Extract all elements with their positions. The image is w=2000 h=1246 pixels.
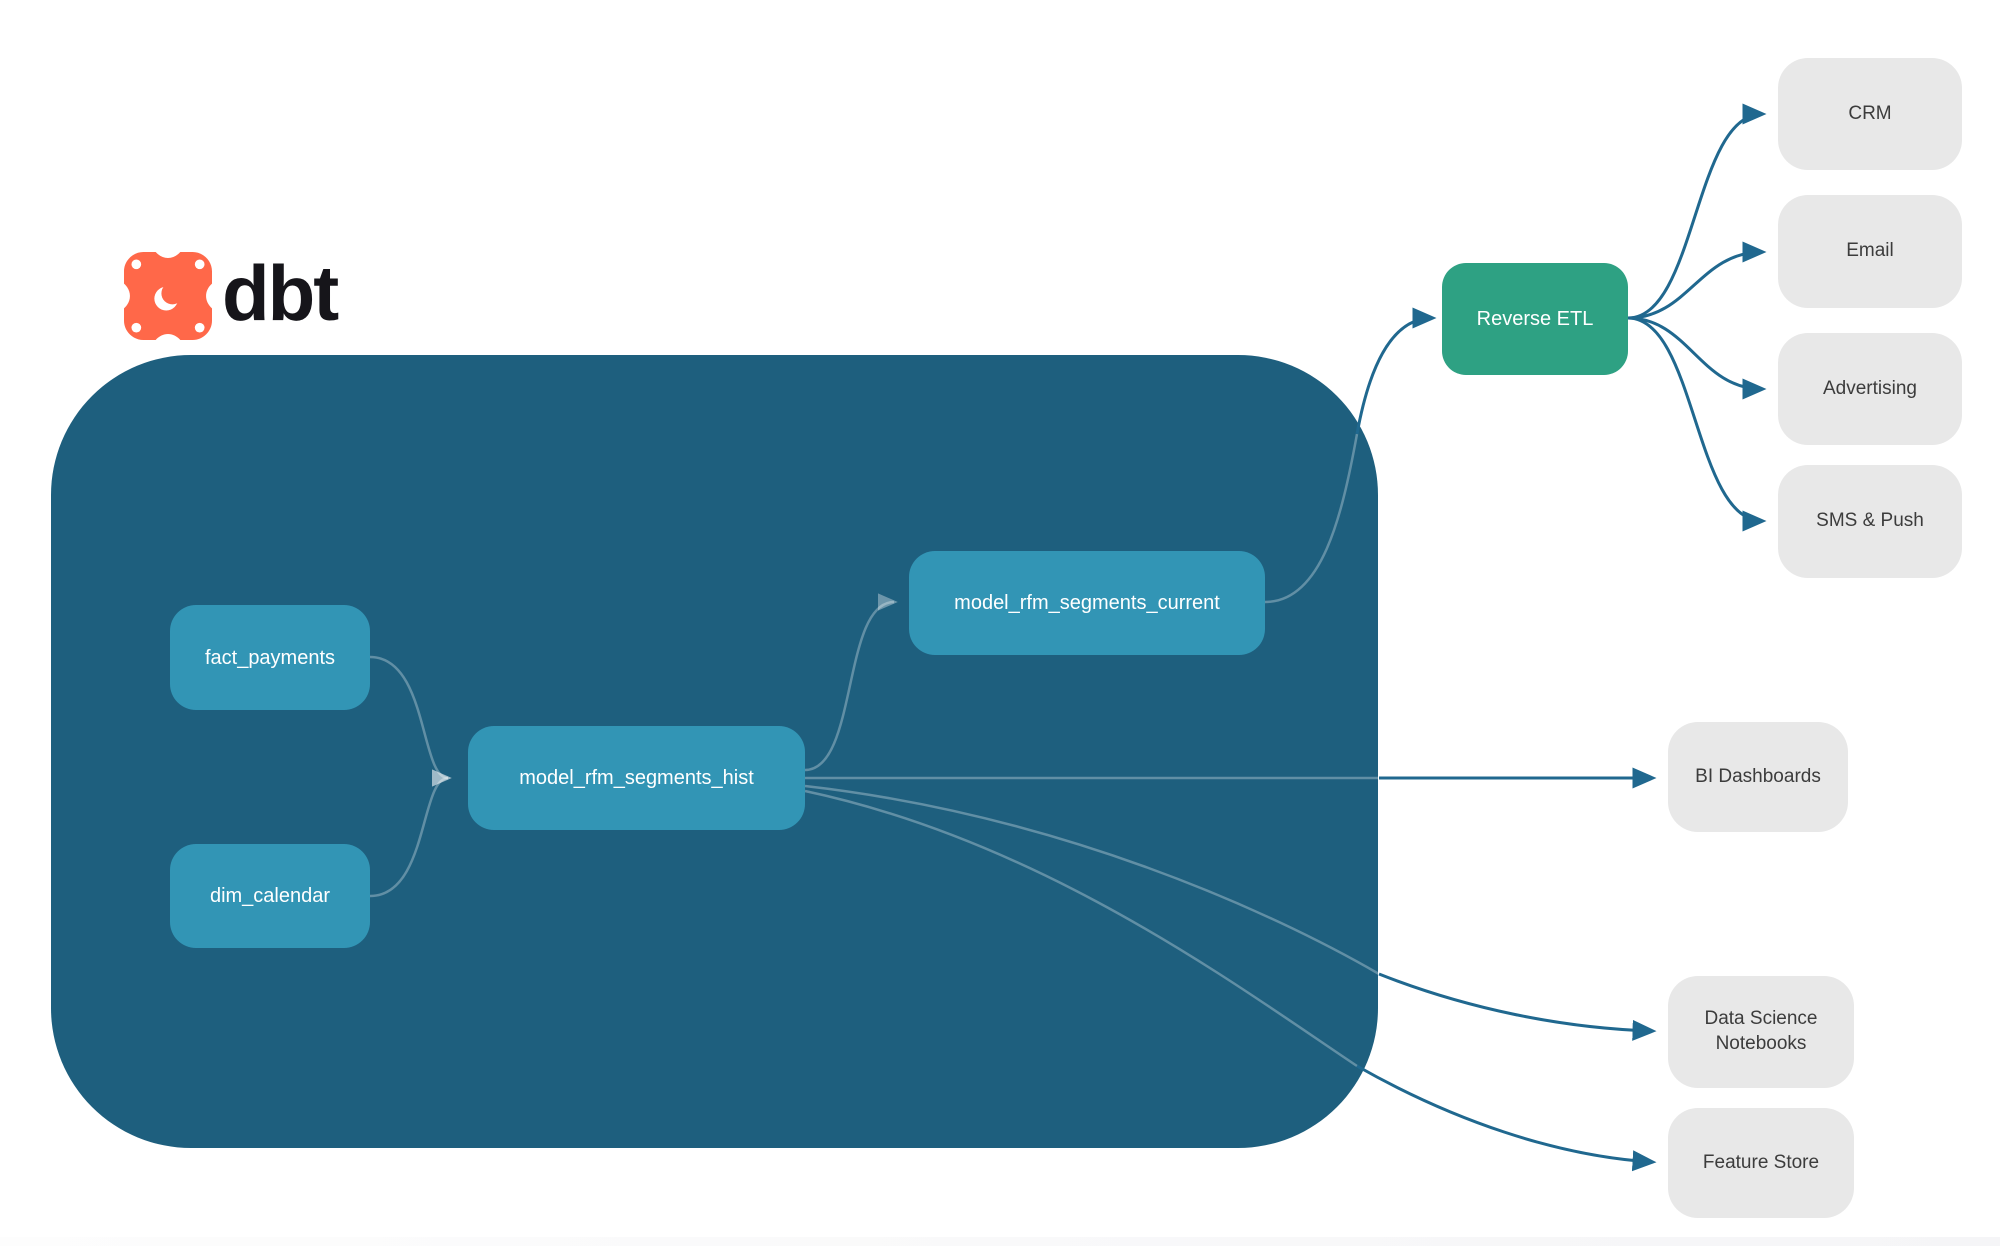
node-fact-payments-label: fact_payments bbox=[204, 646, 336, 669]
node-model-rfm-segments-hist: model_rfm_segments_hist bbox=[468, 726, 805, 830]
dbt-logo-text: dbt bbox=[222, 249, 339, 337]
node-data-science-notebooks: Data Science Notebooks bbox=[1668, 976, 1854, 1088]
node-reverse-etl: Reverse ETL bbox=[1442, 263, 1628, 375]
node-sms-push: SMS & Push bbox=[1778, 465, 1962, 578]
edge-reverse-etl-to-crm bbox=[1627, 103, 1767, 320]
node-email-label: Email bbox=[1846, 240, 1894, 262]
dbt-logo: dbt bbox=[124, 249, 339, 340]
edge-hist-to-feature-store bbox=[1356, 1064, 1657, 1172]
node-bi-dashboards-label: BI Dashboards bbox=[1695, 765, 1821, 787]
node-model-rfm-segments-hist-label: model_rfm_segments_hist bbox=[519, 767, 754, 789]
node-email: Email bbox=[1778, 195, 1962, 308]
node-reverse-etl-label: Reverse ETL bbox=[1476, 308, 1594, 330]
node-dim-calendar-label: dim_calendar bbox=[209, 885, 331, 907]
node-advertising: Advertising bbox=[1778, 333, 1962, 445]
edge-current-to-reverse-etl bbox=[1355, 307, 1437, 435]
node-data-science-notebooks-label: Data Science Notebooks bbox=[1704, 1008, 1818, 1054]
node-model-rfm-segments-current-label: model_rfm_segments_current bbox=[954, 592, 1220, 614]
node-fact-payments: fact_payments bbox=[170, 605, 370, 710]
node-feature-store: Feature Store bbox=[1668, 1108, 1854, 1218]
node-dim-calendar: dim_calendar bbox=[170, 844, 370, 948]
edge-reverse-etl-to-email bbox=[1627, 241, 1767, 320]
bottom-page-edge bbox=[0, 1237, 2000, 1246]
node-crm: CRM bbox=[1778, 58, 1962, 170]
node-sms-push-label: SMS & Push bbox=[1816, 510, 1924, 532]
node-crm-label: CRM bbox=[1848, 102, 1892, 124]
node-bi-dashboards: BI Dashboards bbox=[1668, 722, 1848, 832]
edge-reverse-etl-to-sms-push bbox=[1627, 316, 1767, 532]
node-feature-store-label: Feature Store bbox=[1702, 1151, 1820, 1173]
node-advertising-label: Advertising bbox=[1823, 377, 1917, 399]
edge-reverse-etl-to-advertising bbox=[1627, 316, 1767, 400]
edge-hist-to-ds-notebooks bbox=[1378, 972, 1657, 1041]
node-model-rfm-segments-current: model_rfm_segments_current bbox=[909, 551, 1265, 655]
dbt-logo-icon bbox=[124, 252, 212, 340]
